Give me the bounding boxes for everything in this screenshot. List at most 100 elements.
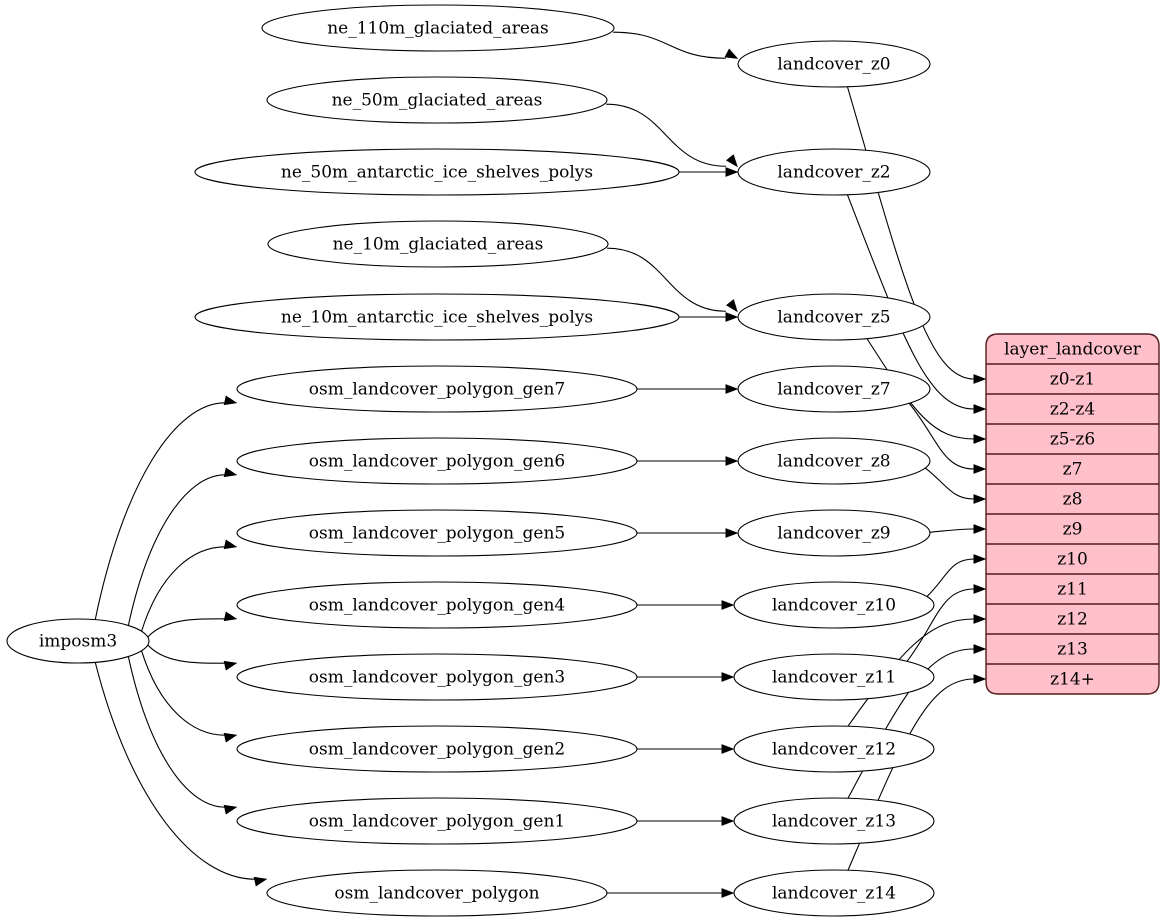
source-node-osm_landcover_polygon[interactable]: osm_landcover_polygon bbox=[266, 869, 608, 917]
view-node-landcover_z12[interactable]: landcover_z12 bbox=[733, 725, 935, 773]
source-node-osm_landcover_polygon_gen5[interactable]: osm_landcover_polygon_gen5 bbox=[236, 509, 638, 557]
table-row-label: z8 bbox=[1063, 490, 1083, 510]
edge-osm_landcover_polygon_gen1-to-landcover_z13-arrowhead bbox=[721, 816, 735, 826]
source-node-ne_10m_glaciated_areas[interactable]: ne_10m_glaciated_areas bbox=[267, 220, 609, 268]
source-node-osm_landcover_polygon_gen2[interactable]: osm_landcover_polygon_gen2 bbox=[236, 725, 638, 773]
edge-landcover_z7-to-row-z7-arrowhead bbox=[973, 464, 987, 474]
table-row[interactable]: z10 bbox=[1057, 550, 1088, 570]
edge-ne_110m_glaciated_areas-to-landcover_z0 bbox=[613, 31, 727, 59]
node-label: landcover_z14 bbox=[772, 884, 896, 904]
node-label: landcover_z8 bbox=[777, 452, 890, 472]
node-ellipse bbox=[267, 220, 609, 268]
table-row-label: z14+ bbox=[1050, 670, 1095, 690]
source-node-osm_landcover_polygon_gen1[interactable]: osm_landcover_polygon_gen1 bbox=[236, 797, 638, 845]
edge-imposm3-to-osm_landcover_polygon_gen5 bbox=[140, 546, 226, 633]
node-label: osm_landcover_polygon_gen2 bbox=[309, 740, 565, 760]
source-node-ne_50m_glaciated_areas[interactable]: ne_50m_glaciated_areas bbox=[266, 76, 608, 124]
table-row[interactable]: z7 bbox=[1063, 460, 1083, 480]
view-node-landcover_z7[interactable]: landcover_z7 bbox=[737, 365, 931, 413]
view-node-landcover_z5[interactable]: landcover_z5 bbox=[737, 293, 931, 341]
table-row[interactable]: z5-z6 bbox=[1050, 430, 1095, 450]
edge-osm_landcover_polygon_gen7-to-landcover_z7-arrowhead bbox=[725, 384, 739, 394]
view-node-landcover_z0[interactable]: landcover_z0 bbox=[737, 40, 931, 88]
edge-landcover_z0-to-row-z0-z1-arrowhead bbox=[973, 374, 987, 384]
edge-osm_landcover_polygon_gen3-to-landcover_z11-arrowhead bbox=[721, 672, 735, 682]
node-label: ne_10m_antarctic_ice_shelves_polys bbox=[281, 308, 593, 328]
edge-imposm3-to-osm_landcover_polygon_gen3-arrowhead bbox=[223, 660, 238, 671]
edge-landcover_z5-to-row-z5-z6 bbox=[866, 338, 975, 440]
node-label: landcover_z5 bbox=[777, 308, 890, 328]
edge-ne_10m_glaciated_areas-to-landcover_z5 bbox=[607, 247, 727, 312]
table-row-label: z7 bbox=[1063, 460, 1083, 480]
node-ellipse bbox=[733, 797, 935, 845]
node-label: landcover_z0 bbox=[777, 55, 890, 75]
node-label: ne_110m_glaciated_areas bbox=[327, 19, 549, 39]
view-node-landcover_z13[interactable]: landcover_z13 bbox=[733, 797, 935, 845]
node-label: osm_landcover_polygon_gen3 bbox=[309, 668, 565, 688]
node-label: ne_10m_glaciated_areas bbox=[333, 235, 544, 255]
edge-ne_50m_antarctic_ice_shelves_polys-to-landcover_z2-arrowhead bbox=[725, 167, 739, 177]
source-node-ne_10m_antarctic_ice_shelves_polys[interactable]: ne_10m_antarctic_ice_shelves_polys bbox=[194, 293, 680, 341]
edge-landcover_z10-to-row-z10-arrowhead bbox=[973, 554, 987, 564]
source-node-ne_50m_antarctic_ice_shelves_polys[interactable]: ne_50m_antarctic_ice_shelves_polys bbox=[194, 148, 680, 196]
view-node-landcover_z11[interactable]: landcover_z11 bbox=[733, 653, 935, 701]
edge-landcover_z2-to-row-z2-z4 bbox=[846, 194, 975, 410]
edge-imposm3-to-osm_landcover_polygon_gen6-arrowhead bbox=[223, 467, 238, 478]
source-node-osm_landcover_polygon_gen6[interactable]: osm_landcover_polygon_gen6 bbox=[236, 437, 638, 485]
view-node-landcover_z2[interactable]: landcover_z2 bbox=[737, 148, 931, 196]
node-label: landcover_z2 bbox=[777, 163, 890, 183]
edge-landcover_z7-to-row-z7 bbox=[908, 402, 975, 470]
edge-landcover_z10-to-row-z10 bbox=[926, 558, 975, 598]
edge-landcover_z2-to-row-z2-z4-arrowhead bbox=[973, 404, 987, 414]
node-ellipse bbox=[733, 869, 935, 917]
table-row[interactable]: z0-z1 bbox=[1050, 370, 1095, 390]
importer-node-imposm3[interactable]: imposm3 bbox=[6, 618, 150, 664]
node-label: osm_landcover_polygon_gen1 bbox=[309, 812, 565, 832]
table-row[interactable]: z12 bbox=[1057, 610, 1088, 630]
edge-imposm3-to-osm_landcover_polygon_gen7 bbox=[94, 402, 226, 621]
edge-ne_50m_glaciated_areas-to-landcover_z2-arrowhead bbox=[725, 154, 738, 168]
source-node-osm_landcover_polygon_gen4[interactable]: osm_landcover_polygon_gen4 bbox=[236, 581, 638, 629]
node-ellipse bbox=[236, 581, 638, 629]
node-ellipse bbox=[236, 437, 638, 485]
table-row[interactable]: z9 bbox=[1063, 520, 1083, 540]
node-ellipse bbox=[236, 653, 638, 701]
view-node-landcover_z10[interactable]: landcover_z10 bbox=[733, 581, 935, 629]
table-row-label: z12 bbox=[1057, 610, 1088, 630]
edge-imposm3-to-osm_landcover_polygon bbox=[94, 661, 256, 880]
node-ellipse bbox=[733, 581, 935, 629]
edge-landcover_z12-to-row-z12-arrowhead bbox=[973, 614, 987, 624]
source-node-osm_landcover_polygon_gen3[interactable]: osm_landcover_polygon_gen3 bbox=[236, 653, 638, 701]
view-node-landcover_z14[interactable]: landcover_z14 bbox=[733, 869, 935, 917]
edge-osm_landcover_polygon-to-landcover_z14-arrowhead bbox=[721, 888, 735, 898]
table-row[interactable]: z11 bbox=[1057, 580, 1088, 600]
edge-imposm3-to-osm_landcover_polygon_gen1-arrowhead bbox=[223, 804, 238, 815]
node-ellipse bbox=[236, 725, 638, 773]
table-row[interactable]: z2-z4 bbox=[1050, 400, 1095, 420]
edge-imposm3-to-osm_landcover_polygon_gen5-arrowhead bbox=[223, 539, 238, 550]
view-node-landcover_z8[interactable]: landcover_z8 bbox=[737, 437, 931, 485]
node-label: osm_landcover_polygon_gen7 bbox=[309, 380, 565, 400]
nodes-layer: ne_110m_glaciated_areas ne_50m_glaciated_… bbox=[6, 4, 935, 917]
table-row[interactable]: z13 bbox=[1057, 640, 1088, 660]
node-ellipse bbox=[737, 437, 931, 485]
node-ellipse bbox=[261, 4, 615, 52]
edge-imposm3-to-osm_landcover_polygon_gen7-arrowhead bbox=[223, 395, 238, 406]
layer-landcover-table[interactable]: layer_landcoverz0-z1z2-z4z5-z6z7z8z9z10z… bbox=[985, 333, 1160, 695]
edge-landcover_z11-to-row-z11 bbox=[906, 588, 975, 662]
edge-osm_landcover_polygon_gen6-to-landcover_z8-arrowhead bbox=[725, 456, 739, 466]
table-row-label: z2-z4 bbox=[1050, 400, 1095, 420]
table-row-label: z5-z6 bbox=[1050, 430, 1095, 450]
node-label: landcover_z9 bbox=[777, 524, 890, 544]
edge-landcover_z5-to-row-z5-z6-arrowhead bbox=[973, 434, 987, 444]
table-row[interactable]: z14+ bbox=[1050, 670, 1095, 690]
table-row[interactable]: z8 bbox=[1063, 490, 1083, 510]
node-ellipse bbox=[266, 76, 608, 124]
source-node-ne_110m_glaciated_areas[interactable]: ne_110m_glaciated_areas bbox=[261, 4, 615, 52]
table-row-label: z0-z1 bbox=[1050, 370, 1095, 390]
source-node-osm_landcover_polygon_gen7[interactable]: osm_landcover_polygon_gen7 bbox=[236, 365, 638, 413]
edge-landcover_z13-to-row-z13-arrowhead bbox=[973, 644, 987, 654]
edge-imposm3-to-osm_landcover_polygon_gen4-arrowhead bbox=[223, 611, 238, 622]
view-node-landcover_z9[interactable]: landcover_z9 bbox=[737, 509, 931, 557]
